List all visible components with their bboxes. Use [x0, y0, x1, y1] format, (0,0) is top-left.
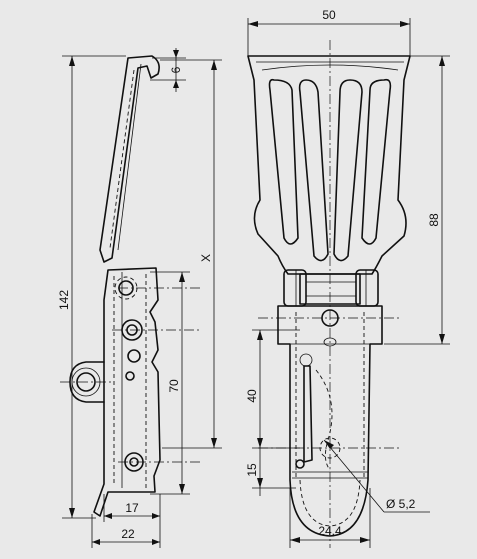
dim-base-outer: 22: [121, 527, 135, 541]
dim-strap-width: 24,4: [318, 524, 342, 538]
dim-slot-length: 40: [245, 389, 259, 403]
dim-hole-diameter: Ø 5,2: [386, 497, 416, 511]
side-rivet: [127, 349, 141, 363]
dim-handle-width: 50: [322, 8, 336, 22]
front-rib-3: [333, 79, 363, 262]
side-base-outline: [93, 267, 161, 517]
dim-variable-x: X: [199, 254, 213, 262]
front-hinge-left: [283, 269, 307, 307]
side-handle-inner: [109, 69, 135, 249]
front-dimensions: 50 88 40 15 24,4 Ø 5,2: [245, 8, 450, 548]
dim-base-inner: 17: [125, 501, 139, 515]
dim-overall-height: 142: [57, 290, 71, 310]
front-rib-4: [361, 78, 392, 245]
dim-hole-span: 70: [167, 379, 181, 393]
front-view: [247, 40, 411, 548]
dim-hook-gap: 6: [169, 66, 183, 73]
front-slot: [303, 365, 313, 463]
front-handle-outline: [247, 55, 411, 275]
side-view: [60, 55, 200, 517]
front-rib-1: [268, 78, 299, 245]
dim-lower-offset: 15: [245, 463, 259, 477]
front-rib-2: [298, 79, 329, 262]
side-dimensions: 142 6 X 70 17 22: [57, 48, 222, 548]
side-handle-outline: [99, 55, 160, 263]
dim-handle-height: 88: [427, 213, 441, 227]
